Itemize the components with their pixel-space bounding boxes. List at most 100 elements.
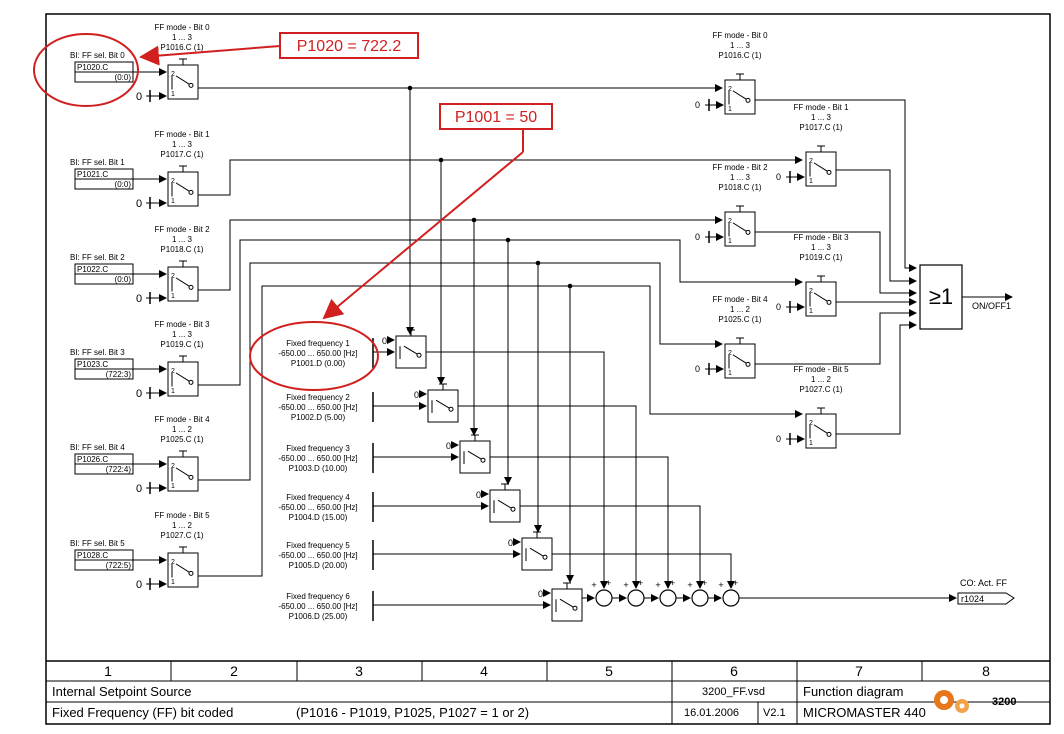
fixed-freq-5-switch-pivot (572, 605, 578, 611)
input-5-mode-label: FF mode - Bit 5 (154, 511, 210, 520)
right-switch-3-pos-1: 1 (809, 308, 813, 315)
input-2-zero: 0 (136, 293, 142, 305)
fixed-freq-2-param: P1003.D (10.00) (289, 464, 348, 473)
or-in-5 (836, 321, 917, 435)
input-2-range: 1 ... 3 (172, 235, 193, 244)
title-block-grid (46, 661, 1050, 724)
fixed-freq-2-name: Fixed frequency 3 (286, 444, 350, 453)
highlight-circle-ff1 (249, 321, 379, 391)
input-1-pos-2: 2 (171, 178, 175, 185)
sum-plus-b-3: + (702, 578, 707, 588)
input-4-mode-label: FF mode - Bit 4 (154, 415, 210, 424)
fixed-freq-0-switch-pivot (416, 352, 422, 358)
right-switch-4-box (724, 343, 756, 379)
ff-output-wire-4 (550, 553, 735, 589)
fixed-freq-1-range: -650.00 ... 650.00 [Hz] (278, 403, 357, 412)
input-5-pos-1: 1 (171, 579, 175, 586)
fixed-freq-1-switch-blade (435, 399, 451, 409)
fixed-freq-1-switch (427, 383, 459, 423)
right-switch-4-blade (732, 354, 748, 365)
column-6: 6 (730, 663, 738, 679)
right-switch-2-range: 1 ... 3 (730, 173, 751, 182)
input-4-pos-2: 2 (171, 463, 175, 470)
fixed-freq-1-switch-pivot (448, 406, 454, 412)
input-0-param: P1020.C (77, 63, 108, 72)
input-1-switch-pivot (188, 189, 194, 195)
column-7: 7 (855, 663, 863, 679)
input-3-value: (722:3) (106, 370, 132, 379)
input-0-range: 1 ... 3 (172, 33, 193, 42)
fixed-freq-3-zero: 0 (476, 490, 481, 500)
sum-plus-a-2: + (655, 580, 660, 590)
right-switch-2-box (724, 211, 756, 247)
input-0-value: (0:0) (115, 73, 132, 82)
title-line-1: Internal Setpoint Source (52, 684, 192, 699)
sheet-number: 3200 (992, 696, 1017, 708)
right-switch-5-pos-1: 1 (809, 440, 813, 447)
right-switch-4-pos-2: 2 (728, 350, 732, 357)
product-name: MICROMASTER 440 (803, 705, 926, 720)
co-output-connector: CO: Act. FF r1024 (957, 578, 1015, 605)
input-5-zero: 0 (136, 579, 142, 591)
right-switch-0-pivot (745, 97, 751, 103)
right-switch-2-param: P1018.C (1) (718, 183, 761, 192)
right-switch-1-pos-2: 2 (809, 158, 813, 165)
input-4-value: (722:4) (106, 465, 132, 474)
sum-junction-0 (595, 589, 613, 607)
or-in-4 (755, 309, 917, 365)
input-1-zero: 0 (136, 198, 142, 210)
bus-bit4 (198, 262, 723, 481)
right-switch-2-mode-label: FF mode - Bit 2 (712, 163, 768, 172)
bus-bit2 (198, 216, 723, 291)
input-1-param: P1021.C (77, 170, 108, 179)
co-output-label: CO: Act. FF (960, 578, 1008, 588)
input-3-range: 1 ... 3 (172, 330, 193, 339)
input-2-value: (0:0) (115, 275, 132, 284)
input-0-value-box (74, 71, 134, 83)
right-switch-3-blade (813, 292, 829, 303)
fixed-freq-1-zero: 0 (414, 390, 419, 400)
right-switch-3-pos-2: 2 (809, 288, 813, 295)
right-switch-0-param: P1016.C (1) (718, 51, 761, 60)
input-4-pos-1: 1 (171, 483, 175, 490)
fixed-freq-0-param: P1001.D (0.00) (291, 359, 346, 368)
right-switch-1 (805, 145, 837, 187)
fixed-freq-2-switch (459, 434, 491, 474)
right-switch-1-pos-1: 1 (809, 178, 813, 185)
input-4-mode-param: P1025.C (1) (160, 435, 203, 444)
highlight-circle-p1020 (33, 33, 139, 107)
input-3-zero: 0 (136, 388, 142, 400)
tap-bit2-junction (471, 217, 477, 223)
sum-plus-b-1: + (638, 578, 643, 588)
callout-p1001: P1001 = 50 (322, 103, 553, 320)
watermark-logo (928, 680, 1058, 720)
fixed-freq-5-zero: 0 (538, 589, 543, 599)
input-2-pos-1: 1 (171, 293, 175, 300)
right-switch-0-blade (732, 90, 748, 101)
right-switch-1-pivot (826, 169, 832, 175)
input-3-switch-blade (175, 372, 191, 383)
tap-bit5-junction (567, 283, 573, 289)
date: 16.01.2006 (684, 707, 740, 719)
input-3-switch (167, 355, 199, 397)
input-3-value-box (74, 368, 134, 380)
callout-p1020: P1020 = 722.2 (139, 32, 419, 66)
right-switch-0-mode-label: FF mode - Bit 0 (712, 31, 768, 40)
bus-bit5 (198, 285, 803, 577)
input-4-switch-blade (175, 467, 191, 478)
column-8: 8 (982, 663, 990, 679)
input-1-value: (0:0) (115, 180, 132, 189)
input-2-mode-param: P1018.C (1) (160, 245, 203, 254)
input-0-pos-2: 2 (171, 71, 175, 78)
right-switch-1-zero: 0 (776, 172, 781, 182)
right-switch-1-blade (813, 162, 829, 173)
input-2-switch-blade (175, 277, 191, 288)
right-switch-4-mode-label: FF mode - Bit 4 (712, 295, 768, 304)
input-0-zero: 0 (136, 91, 142, 103)
fixed-freq-0-zero: 0 (382, 336, 387, 346)
input-4-switch-box (167, 456, 199, 492)
input-0-mode-label: FF mode - Bit 0 (154, 23, 210, 32)
ff-output-wire-3 (518, 505, 704, 589)
fixed-freq-4-range: -650.00 ... 650.00 [Hz] (278, 551, 357, 560)
right-switch-3-pivot (826, 299, 832, 305)
